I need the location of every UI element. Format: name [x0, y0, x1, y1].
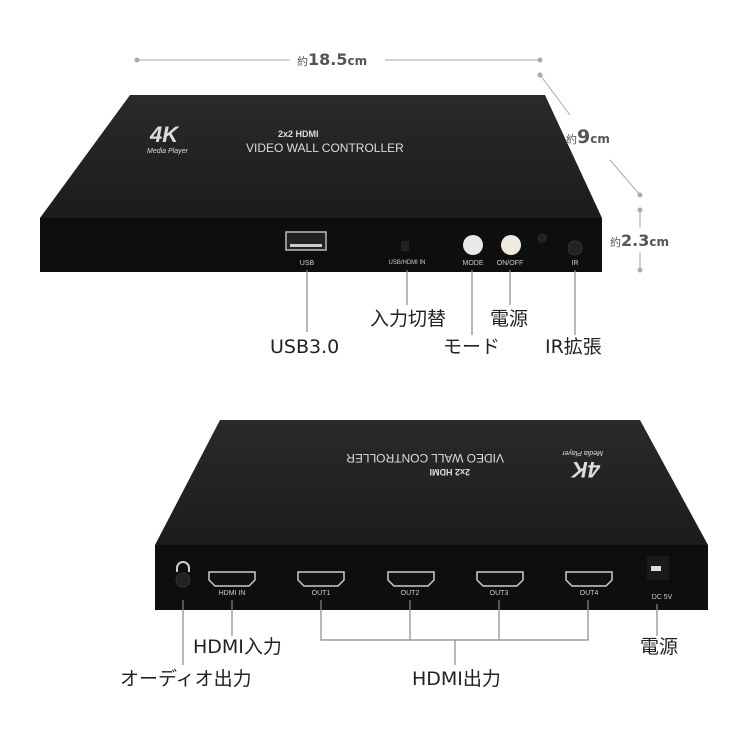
callout-dc-power: 電源 — [640, 636, 679, 658]
callout-hdmi-in: HDMI入力 — [193, 636, 282, 658]
port-label: OUT1 — [311, 590, 331, 597]
port-label: DC 5V — [651, 594, 673, 601]
depth-dimension: 約9cm — [566, 126, 610, 148]
callout-power: 電源 — [490, 308, 529, 330]
mode-button — [463, 235, 483, 255]
height-dimension: 約2.3cm — [610, 231, 669, 250]
callout-mode: モード — [443, 336, 501, 358]
hdmi-ports — [208, 571, 613, 587]
device-top-face-rear — [155, 420, 708, 545]
port-label: OUT2 — [400, 590, 420, 597]
port-label: USB — [299, 260, 315, 267]
port-label: USB/HDMI IN — [388, 260, 426, 266]
port-label: OUT4 — [579, 590, 599, 597]
logo-subtitle: Media Player — [147, 148, 188, 155]
device-top-face — [40, 95, 602, 218]
led-indicator — [537, 233, 547, 243]
usb-port — [285, 231, 327, 251]
logo-4k: 4K — [150, 122, 179, 147]
audio-port — [175, 572, 191, 588]
brand-line2: VIDEO WALL CONTROLLER — [246, 141, 404, 155]
ir-port — [567, 240, 583, 256]
port-label: MODE — [462, 260, 484, 267]
callout-audio-out: オーディオ出力 — [120, 668, 252, 690]
port-label: HDMI IN — [218, 590, 246, 597]
headphone-icon — [176, 561, 190, 572]
callout-hdmi-out: HDMI出力 — [412, 668, 501, 690]
brand-line1: 2x2 HDMI — [278, 129, 319, 139]
port-label: IR — [571, 260, 579, 267]
port-label: ON/OFF — [496, 260, 524, 267]
callout-input-switch: 入力切替 — [370, 308, 447, 330]
callout-ir: IR拡張 — [545, 336, 602, 358]
callout-lines — [182, 270, 658, 665]
port-label: OUT3 — [489, 590, 509, 597]
callout-usb: USB3.0 — [270, 336, 340, 358]
power-button — [501, 235, 521, 255]
width-dimension: 約18.5cm — [297, 50, 368, 69]
input-switch-button — [401, 241, 409, 251]
dimension-lines — [134, 57, 643, 273]
